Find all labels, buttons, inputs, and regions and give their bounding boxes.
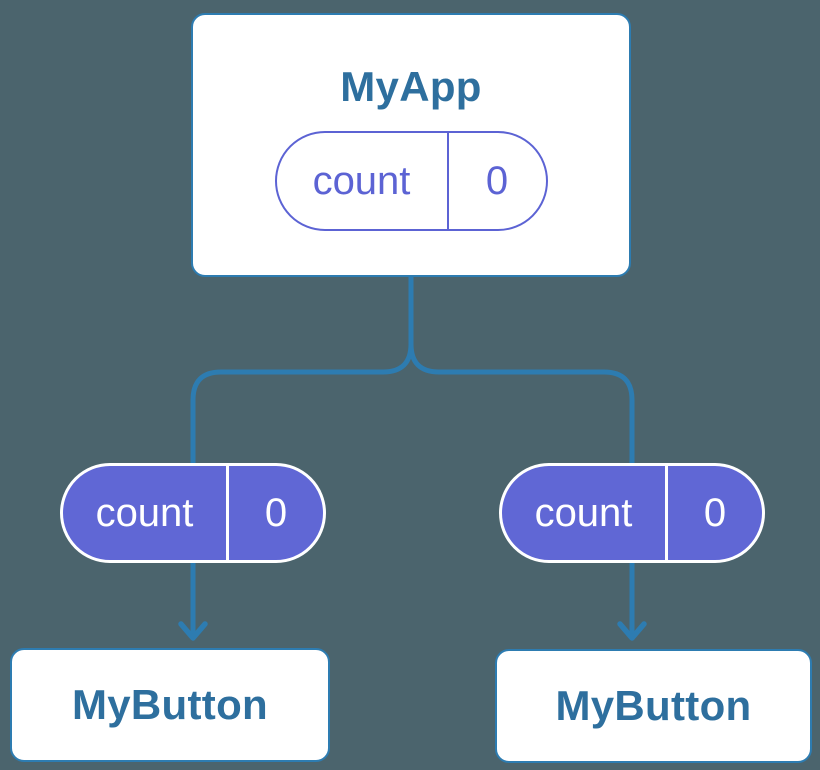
connector-right-branch: [408, 273, 635, 466]
state-key-label: count: [312, 158, 411, 203]
child-component-node-right: MyButton: [495, 649, 812, 763]
root-node-label: MyApp: [340, 63, 482, 110]
root-component-node: MyApp count 0: [191, 13, 631, 277]
prop-value-label: 0: [226, 466, 323, 560]
prop-key-label: count: [534, 490, 633, 535]
state-value-label: 0: [446, 133, 546, 229]
child-component-node-left: MyButton: [10, 648, 330, 762]
prop-value-label: 0: [665, 466, 762, 560]
arrow-head: [617, 621, 647, 641]
prop-pill-left: count 0: [60, 463, 326, 563]
arrow-down-left-icon: [178, 557, 208, 641]
arrow-down-right-icon: [617, 557, 647, 641]
root-state-pill: count 0: [274, 131, 548, 231]
child-node-label: MyButton: [71, 681, 268, 728]
prop-pill-right: count 0: [499, 463, 765, 563]
prop-key-label: count: [95, 490, 194, 535]
connector-left-branch: [190, 273, 414, 466]
child-node-label: MyButton: [555, 682, 752, 729]
arrow-head: [178, 621, 208, 641]
